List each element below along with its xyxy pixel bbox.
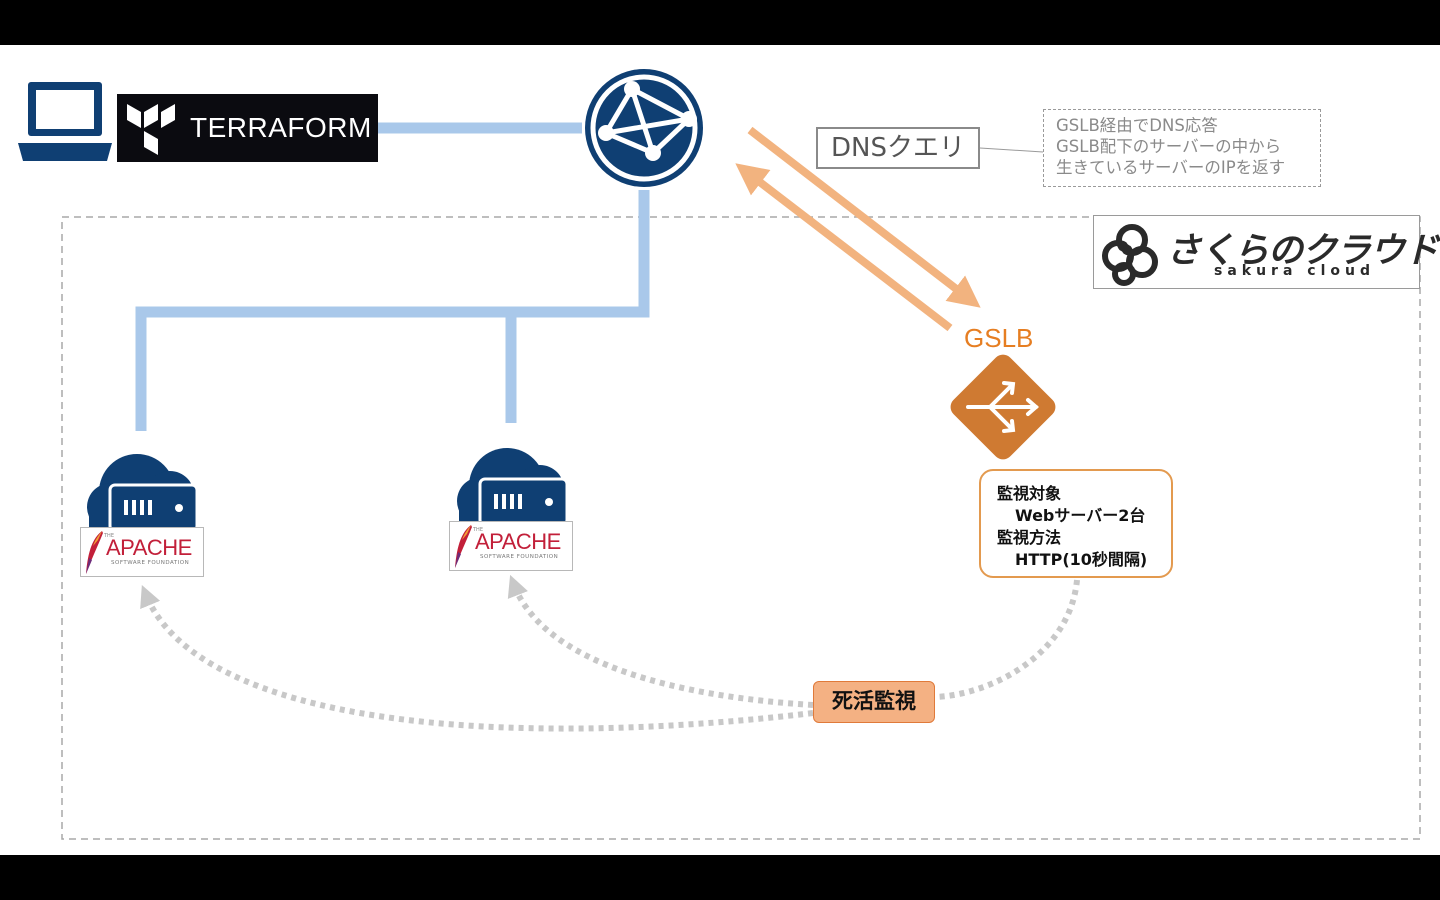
monitoring-spec-box: 監視対象 Webサーバー2台 監視方法 HTTP(10秒間隔)	[979, 469, 1173, 578]
sakura-cloud-logo: さくらのクラウド sakura cloud	[1093, 215, 1439, 289]
top-letterbox	[0, 0, 1440, 45]
sakura-logo-en: sakura cloud	[1214, 263, 1375, 279]
terraform-mark-icon	[127, 104, 175, 155]
monitor-target-value: Webサーバー2台	[1015, 506, 1146, 525]
monitor-target-heading: 監視対象	[997, 484, 1062, 503]
note-line: 生きているサーバーのIPを返す	[1056, 158, 1286, 177]
monitor-method-heading: 監視方法	[997, 528, 1062, 547]
terraform-logo-text: TERRAFORM	[190, 112, 372, 143]
cloud-server-icon	[87, 454, 199, 533]
health-check-path-to-server2	[507, 574, 814, 708]
apache-logo: THE APACHE SOFTWARE FOUNDATION	[449, 521, 573, 571]
apache-name-text: APACHE	[475, 529, 561, 554]
note-line: GSLB配下のサーバーの中から	[1056, 137, 1282, 156]
gslb-label: GSLB	[964, 323, 1034, 353]
internet-server-links	[135, 190, 650, 431]
health-check-path-to-server1	[140, 585, 814, 732]
bottom-letterbox	[0, 855, 1440, 900]
terraform-logo: TERRAFORM	[117, 94, 378, 162]
apache-the-text: THE	[104, 533, 114, 539]
dns-response-arrow	[735, 163, 953, 332]
monitor-method-value: HTTP(10秒間隔)	[1015, 550, 1148, 569]
diagram-canvas	[18, 69, 1421, 840]
cloud-server-icon	[457, 448, 569, 527]
apache-name-text: APACHE	[106, 535, 192, 560]
apache-the-text: THE	[473, 527, 483, 533]
apache-feather-icon	[86, 531, 103, 574]
sakura-logo-jp: さくらのクラウド	[1166, 231, 1439, 271]
sakura-cloud-boundary	[61, 216, 1421, 840]
internet-globe-icon	[585, 69, 703, 187]
dns-query-label: DNSクエリ	[816, 127, 980, 169]
gslb-note: GSLB経由でDNS応答 GSLB配下のサーバーの中から 生きているサーバーのI…	[1043, 109, 1321, 187]
apache-logo: THE APACHE SOFTWARE FOUNDATION	[80, 527, 204, 577]
laptop-icon	[18, 82, 112, 161]
note-line: GSLB経由でDNS応答	[1056, 116, 1218, 135]
apache-sub-text: SOFTWARE FOUNDATION	[480, 554, 559, 560]
dns-request-arrow	[747, 126, 981, 308]
diagram-slide: TERRAFORM DNSクエリ GSLB経由でDNS応答 GSLB配下のサーバ…	[0, 45, 1440, 855]
apache-feather-icon	[455, 525, 472, 568]
gslb-icon	[950, 354, 1056, 460]
health-check-path-right	[934, 579, 1080, 700]
apache-sub-text: SOFTWARE FOUNDATION	[111, 560, 190, 566]
sakura-mark-icon	[1102, 224, 1158, 286]
note-connector	[979, 147, 1044, 153]
health-check-label: 死活監視	[813, 681, 935, 723]
